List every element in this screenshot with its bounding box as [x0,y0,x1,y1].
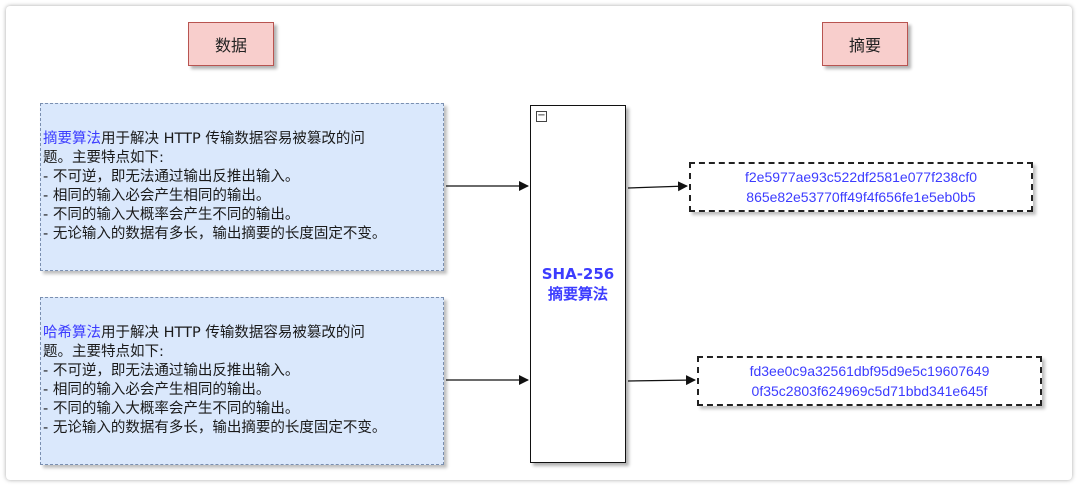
keyword-digest-algorithm: 摘要算法 [43,131,101,147]
hash-output-line-2: 865e82e53770ff49f4f656fe1e5eb0b5 [746,189,976,205]
desc-line-2: 题。主要特点如下: [43,344,164,360]
algorithm-title: SHA-256 摘要算法 [542,264,615,304]
desc-line-3: - 不可逆，即无法通过输出反推出输入。 [43,169,300,185]
digest-label: 摘要 [822,22,908,66]
desc-line-4: - 相同的输入必会产生相同的输出。 [43,188,271,204]
hash-output-line-2: 0f35c2803f624969c5d71bbd341e645f [751,383,988,399]
desc-line-5: - 不同的输入大概率会产生不同的输出。 [43,207,300,223]
digest-label-text: 摘要 [848,36,881,55]
desc-line-1: 用于解决 HTTP 传输数据容易被篡改的问 [101,131,365,147]
desc-line-6: - 无论输入的数据有多长，输出摘要的长度固定不变。 [43,226,387,242]
algorithm-subtitle: 摘要算法 [547,285,608,303]
hash-output-line-1: f2e5977ae93c522df2581e077f238cf0 [745,169,977,185]
desc-line-3: - 不可逆，即无法通过输出反推出输入。 [43,363,300,379]
algorithm-name: SHA-256 [541,265,615,283]
desc-line-6: - 无论输入的数据有多长，输出摘要的长度固定不变。 [43,420,387,436]
sha256-algorithm-box[interactable]: − SHA-256 摘要算法 [530,105,626,463]
hash-output-box-2: fd3ee0c9a32561dbf95d9e5c19607649 0f35c28… [697,356,1042,406]
input-description-box-2: 哈希算法用于解决 HTTP 传输数据容易被篡改的问 题。主要特点如下: - 不可… [40,297,444,465]
hash-output-box-1: f2e5977ae93c522df2581e077f238cf0 865e82e… [689,162,1033,212]
keyword-hash-algorithm: 哈希算法 [43,325,101,341]
input-description-box-1: 摘要算法用于解决 HTTP 传输数据容易被篡改的问 题。主要特点如下: - 不可… [40,103,444,271]
collapse-icon[interactable]: − [536,110,547,122]
data-label-text: 数据 [214,36,247,55]
desc-line-2: 题。主要特点如下: [43,150,164,166]
desc-line-1: 用于解决 HTTP 传输数据容易被篡改的问 [101,325,365,341]
arrow-algorithm-to-hash1 [627,181,688,192]
desc-line-4: - 相同的输入必会产生相同的输出。 [43,382,271,398]
data-label: 数据 [188,22,274,66]
desc-line-5: - 不同的输入大概率会产生不同的输出。 [43,401,300,417]
arrow-algorithm-to-hash2 [627,375,696,386]
hash-output-line-1: fd3ee0c9a32561dbf95d9e5c19607649 [749,363,990,379]
